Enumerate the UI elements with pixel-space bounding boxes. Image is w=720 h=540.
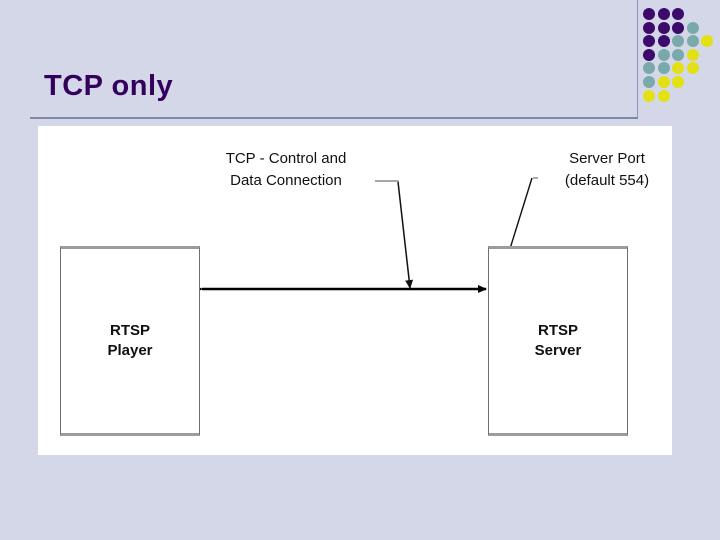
dot-purple — [643, 35, 655, 48]
dot-teal — [643, 62, 655, 75]
dot-yellow — [672, 76, 685, 88]
dot-purple — [643, 8, 655, 20]
node-rtsp-player-line2: Player — [107, 342, 153, 359]
dot-teal — [672, 48, 685, 61]
dot-purple — [643, 48, 655, 61]
dot-yellow — [672, 62, 685, 75]
dot-teal — [686, 35, 699, 48]
dot-teal — [643, 76, 655, 88]
dot-grid-decoration — [643, 8, 717, 108]
title-vertical-rule — [637, 0, 638, 118]
dot-purple — [657, 35, 670, 48]
dot-yellow — [657, 76, 670, 88]
page-title: TCP only — [44, 70, 174, 102]
node-rtsp-server: RTSP Server — [488, 246, 628, 436]
network-diagram: RTSP Player RTSP Server TCP - Control an… — [38, 126, 672, 455]
dot-yellow — [686, 48, 699, 61]
dot-teal — [657, 62, 670, 75]
annotation-server-port-line2: (default 554) — [564, 172, 650, 189]
annotation-server-port-line1: Server Port — [569, 150, 645, 167]
dot-yellow — [686, 62, 699, 75]
node-rtsp-player-line1: RTSP — [109, 322, 150, 339]
node-rtsp-server-line2: Server — [534, 342, 582, 359]
dot-yellow — [657, 89, 670, 102]
title-horizontal-rule — [30, 117, 638, 119]
tcp-label-leader — [397, 181, 414, 289]
dot-purple — [643, 21, 655, 34]
dot-purple — [657, 21, 670, 34]
dot-purple — [657, 8, 670, 20]
annotation-tcp-line2: Data Connection — [230, 172, 342, 189]
node-rtsp-player: RTSP Player — [60, 246, 200, 436]
dot-yellow — [701, 35, 714, 48]
annotation-tcp-connection: TCP - Control and Data Connection — [186, 148, 386, 192]
dot-yellow — [643, 89, 655, 102]
annotation-server-port: Server Port (default 554) — [532, 148, 682, 192]
annotation-tcp-line1: TCP - Control and — [225, 150, 347, 167]
node-rtsp-server-line1: RTSP — [537, 322, 578, 339]
dot-purple — [672, 21, 685, 34]
dot-teal — [686, 21, 699, 34]
dot-teal — [657, 48, 670, 61]
content-panel: RTSP Player RTSP Server TCP - Control an… — [38, 126, 672, 455]
dot-teal — [672, 35, 685, 48]
dot-purple — [672, 8, 685, 20]
